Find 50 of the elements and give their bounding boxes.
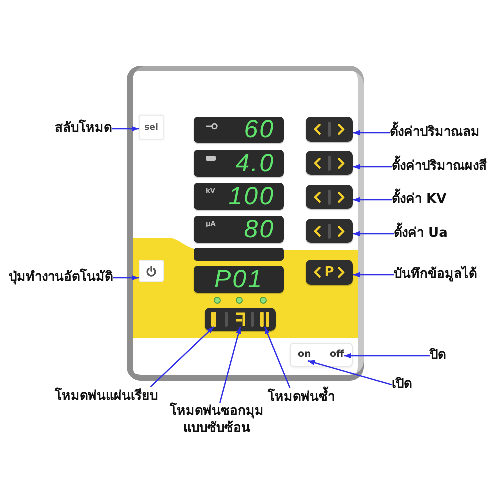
step-icon — [235, 312, 246, 327]
display-readout: 100 — [228, 184, 275, 209]
leader-arrow — [112, 126, 139, 132]
leader-arrow — [220, 326, 242, 404]
double-bar-icon — [260, 312, 270, 327]
callout-label: ตั้งค่าปริมาณผงสี — [392, 157, 487, 177]
power-button — [139, 260, 164, 282]
callout-label: บันทึกข้อมูลได้ — [394, 265, 477, 285]
leader-arrow — [264, 326, 291, 388]
display-readout: P01 — [214, 267, 264, 292]
mode-select-button: sel — [139, 115, 164, 140]
leader-arrow — [353, 130, 390, 136]
leader-arrow — [308, 360, 392, 386]
switch-label: on — [298, 348, 312, 361]
display-screen — [194, 216, 284, 243]
callout-label: ตั้งค่า Ua — [394, 224, 448, 244]
control-panel — [127, 66, 364, 381]
leader-arrow — [353, 272, 394, 278]
display-readout: 60 — [244, 118, 275, 142]
callout-label: ตั้งค่าปริมาณลม — [390, 123, 480, 143]
leader-arrow — [344, 353, 430, 359]
blank-display — [194, 248, 284, 261]
leader-arrow — [353, 197, 392, 203]
callout-label: โหมดพ่นซอกมุมแบบซับซ้อน — [165, 403, 269, 437]
callout-label: ปุ่มทำงานอัตโนมัติ — [9, 268, 113, 288]
bar-icon — [211, 312, 217, 327]
leader-arrow — [113, 275, 139, 281]
leader-arrow — [150, 326, 214, 388]
callout-label: โหมดพ่นแผ่นเรียบ — [55, 387, 158, 407]
leader-arrow — [353, 164, 392, 170]
callout-label: ปิด — [430, 346, 446, 366]
display-screen — [194, 150, 284, 177]
display-screen — [194, 183, 284, 210]
switch-label: off — [330, 348, 344, 361]
adjust-button — [306, 219, 353, 243]
callout-label: ตั้งค่า KV — [392, 190, 447, 210]
display-screen — [194, 117, 284, 143]
display-screen — [194, 266, 284, 293]
adjust-button — [306, 185, 353, 209]
mode-button-bar — [205, 308, 276, 331]
callout-label: โหมดพ่นซ้ำ — [268, 388, 335, 408]
display-readout: 4.0 — [236, 151, 275, 176]
display-readout: 80 — [244, 217, 275, 242]
on-off-switch — [290, 343, 353, 367]
adjust-button — [306, 151, 353, 175]
callout-label: เปิด — [392, 375, 412, 395]
callout-label: สลับโหมด — [55, 119, 112, 139]
adjust-button — [306, 117, 353, 142]
leader-arrow — [353, 231, 394, 237]
program-button: P — [306, 260, 353, 285]
